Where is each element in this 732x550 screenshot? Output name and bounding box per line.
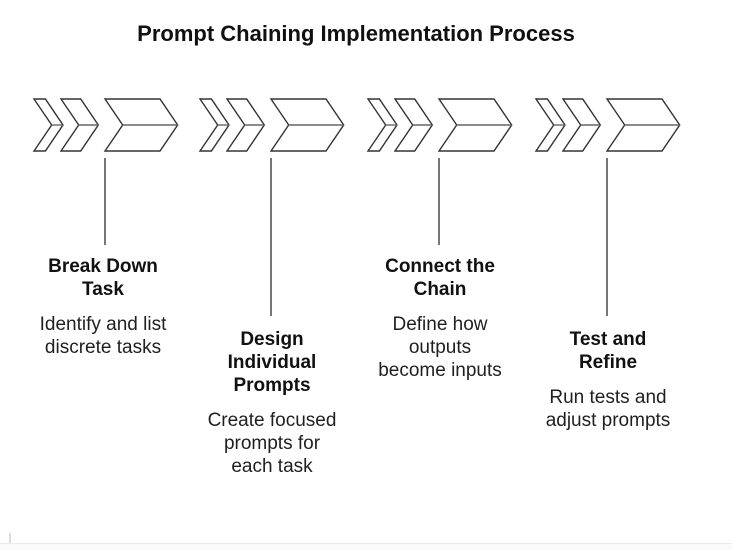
step-label: Design Individual Prompts Create focused… [184,328,360,478]
connector-line [438,158,440,245]
step-description: Create focused prompts for each task [207,410,337,477]
connector-line [270,158,272,316]
step-title: Test and Refine [569,329,647,373]
step-description: Define how outputs become inputs [378,314,502,381]
footer-divider [0,543,732,544]
triple-chevron-right-icon [366,98,513,152]
step-description: Run tests and adjust prompts [545,387,671,431]
step-title: Connect the Chain [385,256,495,300]
step-title: Design Individual Prompts [227,329,317,396]
step-label: Connect the Chain Define how outputs bec… [352,255,528,382]
step-description: Identify and list discrete tasks [39,314,167,358]
step-title: Break Down Task [48,256,158,300]
triple-chevron-right-icon [534,98,681,152]
diagram-title: Prompt Chaining Implementation Process [137,21,575,46]
connector-line [104,158,106,245]
connector-line [606,158,608,316]
footer-area [0,544,732,550]
step-label: Test and Refine Run tests and adjust pro… [520,328,696,432]
triple-chevron-right-icon [32,98,179,152]
footer-tick [9,533,11,543]
triple-chevron-right-icon [198,98,345,152]
step-label: Break Down Task Identify and list discre… [15,255,191,359]
